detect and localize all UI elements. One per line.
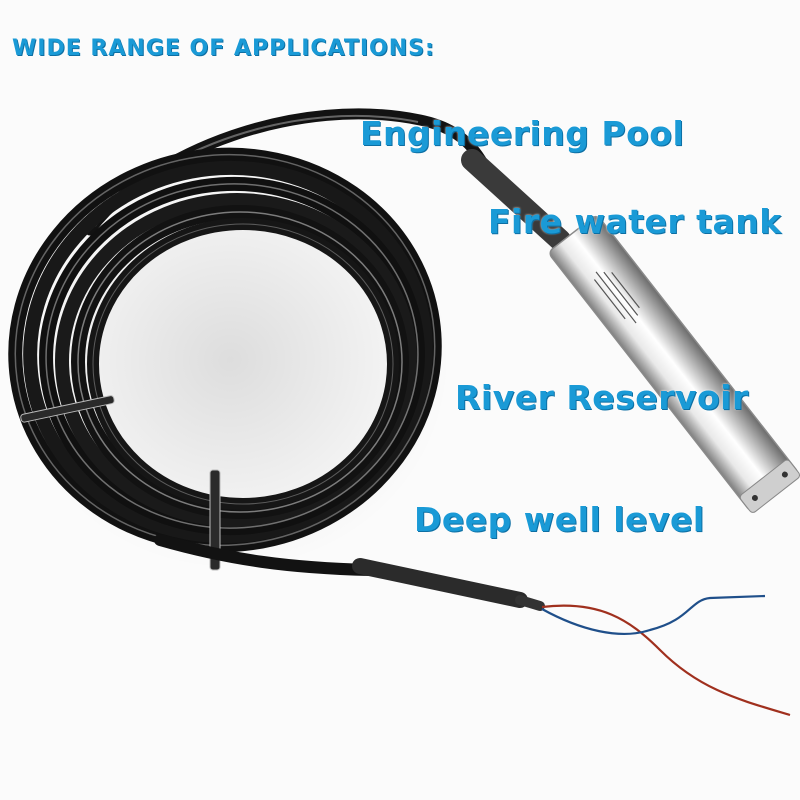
heat-shrink-sleeve: [352, 558, 528, 608]
probe-neck: [461, 149, 571, 251]
probe-body: [549, 215, 800, 513]
wire-red: [541, 604, 791, 717]
cable-tie-bottom: [209, 469, 221, 571]
application-deep-well-level: Deep well level: [414, 500, 705, 539]
cable-tail: [154, 534, 376, 576]
cable-coil: [8, 147, 442, 553]
application-engineering-pool: Engineering Pool: [360, 114, 685, 153]
cable-tie-left: [20, 395, 115, 423]
probe-engraving: [593, 271, 640, 324]
application-fire-water-tank: Fire water tank: [488, 202, 782, 241]
wire-blue: [541, 594, 766, 636]
application-river-reservoir: River Reservoir: [455, 378, 749, 417]
applications-heading: WIDE RANGE OF APPLICATIONS:: [12, 36, 435, 61]
